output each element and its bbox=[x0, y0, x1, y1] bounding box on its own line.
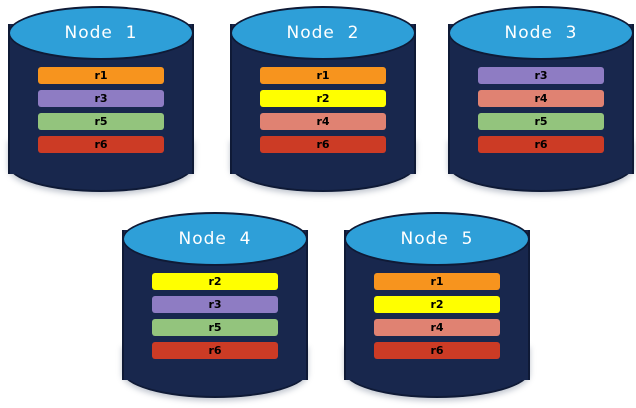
replica-bar-r6[interactable]: r6 bbox=[260, 136, 386, 153]
replica-bar-r1[interactable]: r1 bbox=[260, 67, 386, 84]
replica-bar-r6[interactable]: r6 bbox=[374, 342, 500, 359]
replica-bar-r6[interactable]: r6 bbox=[152, 342, 278, 359]
replica-bar-r2[interactable]: r2 bbox=[374, 296, 500, 313]
replica-bar-r5[interactable]: r5 bbox=[478, 113, 604, 130]
replica-bar-r6[interactable]: r6 bbox=[478, 136, 604, 153]
replica-bar-r1[interactable]: r1 bbox=[374, 273, 500, 290]
replica-bar-r4[interactable]: r4 bbox=[478, 90, 604, 107]
replica-bar-r1[interactable]: r1 bbox=[38, 67, 164, 84]
replica-bar-r6[interactable]: r6 bbox=[38, 136, 164, 153]
replica-bar-r3[interactable]: r3 bbox=[478, 67, 604, 84]
replica-list: r1 r3 r5 r6 bbox=[38, 67, 164, 153]
replica-list: r1 r2 r4 r6 bbox=[260, 67, 386, 153]
replica-list: r3 r4 r5 r6 bbox=[478, 67, 604, 153]
cylinder-top-ellipse bbox=[344, 212, 530, 266]
replica-bar-r4[interactable]: r4 bbox=[374, 319, 500, 336]
replica-list: r2 r3 r5 r6 bbox=[152, 273, 278, 359]
replica-bar-r5[interactable]: r5 bbox=[152, 319, 278, 336]
cylinder-top-ellipse bbox=[8, 6, 194, 60]
cylinder-top-ellipse bbox=[448, 6, 634, 60]
cylinder-top-ellipse bbox=[230, 6, 416, 60]
replica-bar-r3[interactable]: r3 bbox=[38, 90, 164, 107]
cylinder-top-ellipse bbox=[122, 212, 308, 266]
replica-bar-r2[interactable]: r2 bbox=[152, 273, 278, 290]
replica-list: r1 r2 r4 r6 bbox=[374, 273, 500, 359]
replica-bar-r2[interactable]: r2 bbox=[260, 90, 386, 107]
replica-bar-r3[interactable]: r3 bbox=[152, 296, 278, 313]
replica-bar-r4[interactable]: r4 bbox=[260, 113, 386, 130]
replica-bar-r5[interactable]: r5 bbox=[38, 113, 164, 130]
